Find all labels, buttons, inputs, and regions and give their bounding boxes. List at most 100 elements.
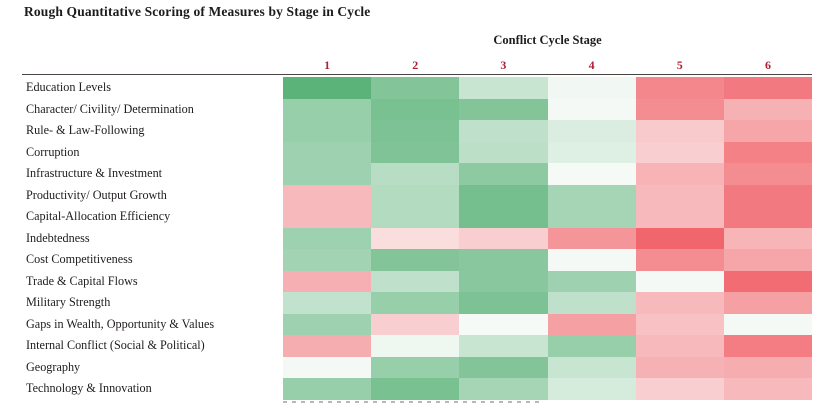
heatmap-cell: [371, 356, 460, 378]
row-cells: [283, 335, 813, 357]
table-row: Cost Competitiveness: [22, 249, 813, 271]
heatmap-cell: [635, 141, 724, 163]
heatmap-cell: [371, 313, 460, 335]
heatmap-cell: [283, 206, 372, 228]
heatmap-cell: [635, 98, 724, 120]
heatmap-cell: [371, 141, 460, 163]
heatmap-cell: [547, 335, 636, 357]
heatmap-cell: [459, 227, 548, 249]
heatmap-cell: [635, 184, 724, 206]
row-label: Capital-Allocation Efficiency: [26, 209, 171, 223]
column-header-2: 2: [412, 58, 419, 72]
table-row: Character/ Civility/ Determination: [22, 98, 813, 120]
heatmap-cell: [547, 206, 636, 228]
heatmap-cell: [547, 356, 636, 378]
heatmap-cell: [371, 163, 460, 185]
heatmap-cell: [371, 77, 460, 99]
heatmap-cell: [635, 335, 724, 357]
heatmap-cell: [723, 141, 813, 163]
column-header-3: 3: [500, 58, 507, 72]
heatmap-cell: [283, 227, 372, 249]
bottom-dashed-divider: [283, 401, 543, 403]
heatmap-cell: [371, 270, 460, 292]
heatmap-cell: [635, 227, 724, 249]
column-header-1: 1: [324, 58, 331, 72]
heatmap-cell: [635, 77, 724, 99]
heatmap-cell: [283, 378, 372, 400]
heatmap-cell: [283, 184, 372, 206]
heatmap-cell: [635, 313, 724, 335]
row-cells: [283, 120, 813, 142]
table-row: Corruption: [22, 141, 813, 163]
table-row: Education Levels: [22, 77, 813, 99]
table-row: Technology & Innovation: [22, 378, 813, 400]
row-cells: [283, 292, 813, 314]
heatmap-cell: [459, 206, 548, 228]
heatmap-cell: [635, 292, 724, 314]
row-label: Productivity/ Output Growth: [26, 187, 167, 202]
heatmap-cell: [723, 77, 813, 99]
heatmap-cell: [547, 120, 636, 142]
heatmap-cell: [547, 313, 636, 335]
heatmap-cell: [635, 378, 724, 400]
heatmap-cell: [371, 335, 460, 357]
heatmap-cell: [635, 249, 724, 271]
row-cells: [283, 270, 813, 292]
page-title: Rough Quantitative Scoring of Measures b…: [24, 4, 371, 19]
heatmap-cell: [459, 184, 548, 206]
table-row: Geography: [22, 356, 813, 378]
row-label: Internal Conflict (Social & Political): [26, 338, 205, 352]
heatmap-cell: [723, 378, 813, 400]
row-label: Trade & Capital Flows: [26, 273, 138, 288]
row-label: Technology & Innovation: [26, 381, 152, 395]
heatmap-cell: [723, 184, 813, 206]
table-row: Internal Conflict (Social & Political): [22, 335, 813, 357]
heatmap-cell: [371, 378, 460, 400]
column-headers: 1 2 3 4 5 6: [283, 58, 812, 74]
heatmap-cell: [371, 120, 460, 142]
heatmap-cell: [371, 98, 460, 120]
row-cells: [283, 98, 813, 120]
heatmap-cell: [547, 184, 636, 206]
row-cells: [283, 163, 813, 185]
heatmap-cell: [547, 378, 636, 400]
heatmap-cell: [371, 184, 460, 206]
table-row: Trade & Capital Flows: [22, 270, 813, 292]
row-label: Corruption: [26, 144, 80, 159]
row-label: Infrastructure & Investment: [26, 166, 163, 180]
heatmap-cell: [283, 313, 372, 335]
row-cells: [283, 184, 813, 206]
heatmap-cell: [283, 356, 372, 378]
heatmap-cell: [635, 270, 724, 292]
row-label: Character/ Civility/ Determination: [26, 101, 194, 116]
heatmap-cell: [547, 227, 636, 249]
heatmap-cell: [283, 120, 372, 142]
heatmap-cell: [547, 163, 636, 185]
heatmap-cell: [459, 335, 548, 357]
heatmap-cell: [547, 292, 636, 314]
heatmap-cell: [723, 292, 813, 314]
heatmap-cell: [723, 163, 813, 185]
heatmap-cell: [723, 270, 813, 292]
column-header-5: 5: [676, 58, 683, 72]
heatmap-cell: [283, 77, 372, 99]
heatmap-cell: [459, 120, 548, 142]
column-header-6: 6: [764, 58, 771, 72]
row-label: Gaps in Wealth, Opportunity & Values: [26, 316, 215, 331]
heatmap-cell: [635, 206, 724, 228]
heatmap-cell: [283, 98, 372, 120]
heatmap-cell: [459, 77, 548, 99]
row-cells: [283, 206, 813, 228]
heatmap-cell: [723, 98, 813, 120]
heatmap-cell: [723, 313, 813, 335]
heatmap-cell: [723, 356, 813, 378]
row-cells: [283, 77, 813, 99]
row-label: Rule- & Law-Following: [26, 123, 145, 137]
row-label: Geography: [26, 359, 81, 374]
heatmap-cell: [459, 141, 548, 163]
heatmap-cell: [547, 270, 636, 292]
heatmap-cell: [283, 335, 372, 357]
heatmap-cell: [283, 249, 372, 271]
row-label: Cost Competitiveness: [26, 252, 133, 266]
